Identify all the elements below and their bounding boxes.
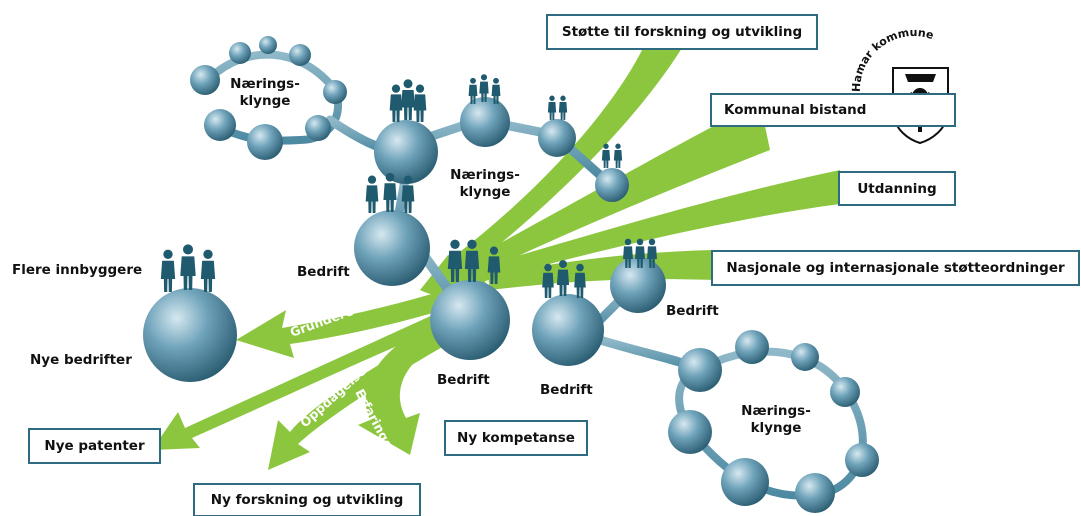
- label-line: klynge: [239, 93, 291, 109]
- output-arrows: [152, 282, 488, 470]
- label-flere-innbyggere: Flere innbyggere: [12, 262, 143, 278]
- label-naeringsklynge-1: Nærings- klynge: [230, 76, 300, 110]
- spheres: [143, 36, 879, 513]
- box-stotte-forskning: Støtte til forskning og utvikling: [546, 14, 818, 50]
- box-ny-forskning: Ny forskning og utvikling: [193, 483, 421, 516]
- label-bedrift-3: Bedrift: [540, 382, 593, 398]
- box-utdanning: Utdanning: [838, 171, 956, 206]
- label-line: Nærings-: [230, 76, 300, 92]
- label-bedrift-1: Bedrift: [297, 264, 350, 280]
- box-ny-kompetanse: Ny kompetanse: [444, 420, 588, 456]
- label-naeringsklynge-3: Nærings- klynge: [736, 403, 816, 437]
- box-nye-patenter: Nye patenter: [28, 428, 161, 464]
- label-bedrift-2: Bedrift: [437, 372, 490, 388]
- label-naeringsklynge-2: Nærings- klynge: [447, 167, 523, 201]
- label-nye-bedrifter: Nye bedrifter: [30, 352, 132, 368]
- label-line: Nærings-: [450, 167, 520, 183]
- label-line: klynge: [750, 420, 802, 436]
- box-kommunal-bistand: Kommunal bistand: [710, 93, 956, 127]
- label-line: klynge: [459, 184, 511, 200]
- box-stotteordninger: Nasjonale og internasjonale støtteordnin…: [711, 250, 1080, 286]
- label-line: Nærings-: [741, 403, 811, 419]
- label-bedrift-4: Bedrift: [666, 303, 719, 319]
